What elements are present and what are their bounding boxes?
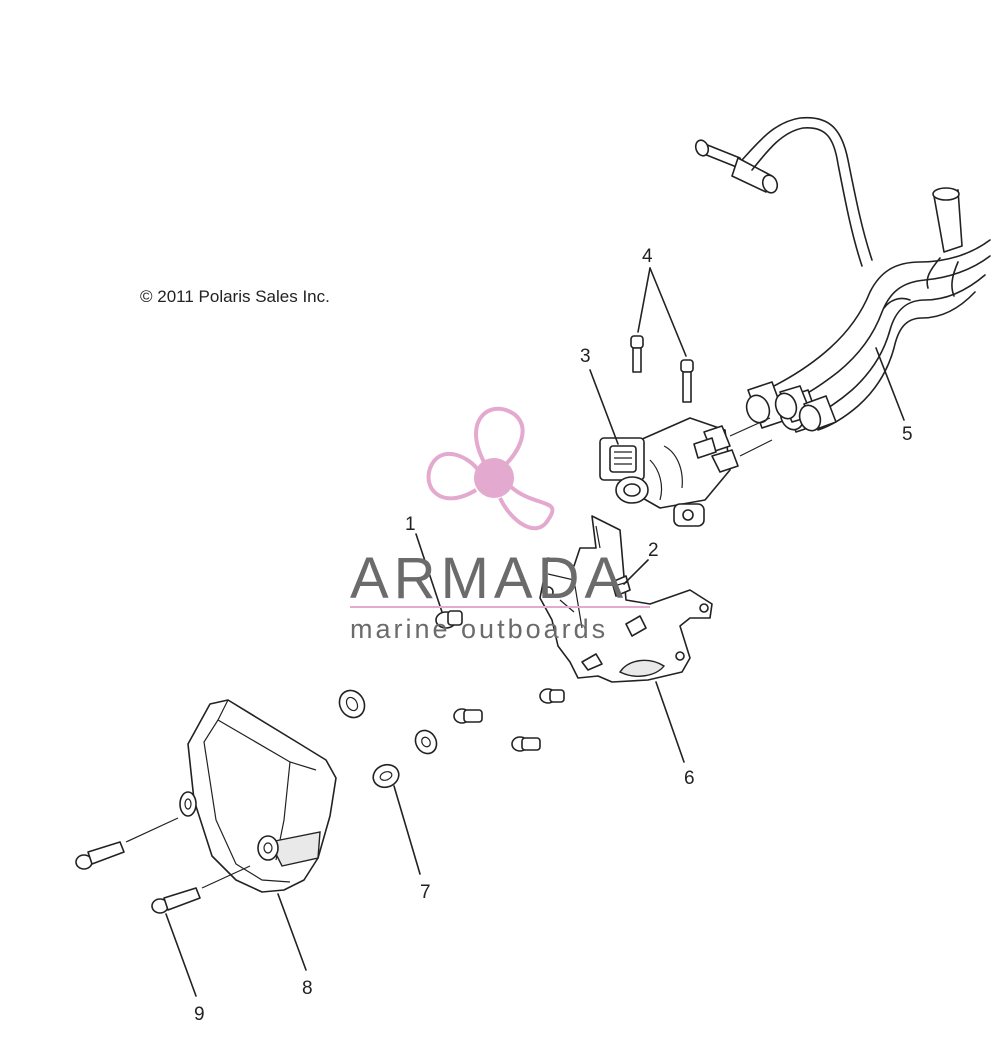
leader-2 xyxy=(623,559,649,585)
part-4-bolts xyxy=(630,335,694,403)
leader-4b xyxy=(649,267,687,357)
dash-bolt-lower xyxy=(201,865,251,889)
callout-6: 6 xyxy=(684,768,695,789)
part-3-valve xyxy=(599,417,739,527)
leader-4a xyxy=(637,267,651,333)
dash-3-5b xyxy=(739,439,773,457)
part-hardware-grommets xyxy=(338,689,438,755)
armada-watermark: ARMADA marine outboards xyxy=(350,406,650,644)
callout-4: 4 xyxy=(642,246,653,267)
leader-3 xyxy=(589,369,619,445)
callout-5: 5 xyxy=(902,424,913,445)
part-1-bolt xyxy=(435,610,463,629)
part-5-hose-assembly xyxy=(694,116,991,433)
part-9-long-bolts xyxy=(75,841,201,914)
part-6-bracket xyxy=(539,515,713,683)
leader-5 xyxy=(875,347,905,421)
callout-8: 8 xyxy=(302,978,313,999)
leader-8 xyxy=(277,893,307,971)
part-8-cover xyxy=(179,699,337,893)
watermark-underline xyxy=(350,606,650,608)
callout-3: 3 xyxy=(580,346,591,367)
part-hardware-bolts xyxy=(453,688,565,752)
callout-9: 9 xyxy=(194,1004,205,1025)
watermark-subtitle: marine outboards xyxy=(350,614,608,644)
dash-bolt-upper xyxy=(125,817,179,843)
leader-6 xyxy=(655,681,685,763)
callout-2: 2 xyxy=(648,540,659,561)
dash-3-5a xyxy=(729,417,771,437)
leader-9 xyxy=(165,913,197,997)
callout-1: 1 xyxy=(405,514,416,535)
copyright-text: © 2011 Polaris Sales Inc. xyxy=(140,287,330,306)
propeller-logo-icon xyxy=(426,406,555,531)
callout-7: 7 xyxy=(420,882,431,903)
watermark-title: ARMADA xyxy=(350,546,628,611)
part-7-grommet xyxy=(372,763,400,789)
leader-1 xyxy=(415,533,443,613)
leader-7 xyxy=(393,785,421,875)
